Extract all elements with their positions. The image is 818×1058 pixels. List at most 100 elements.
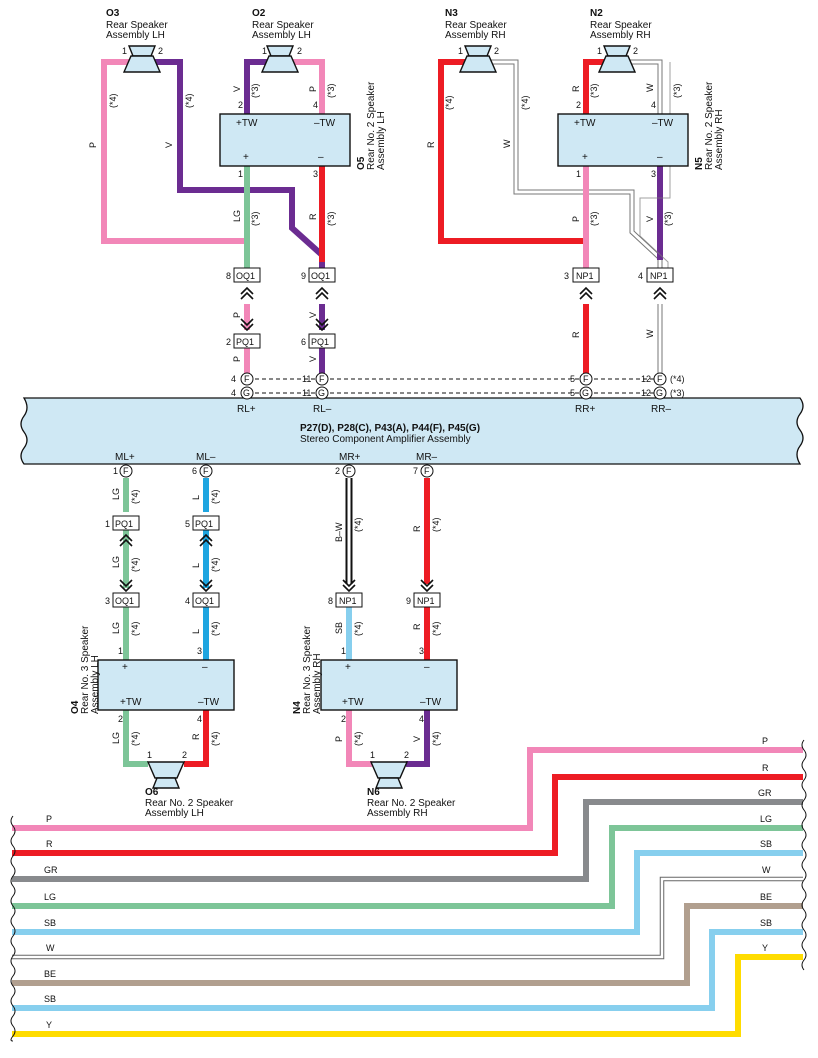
svg-text:2: 2: [226, 337, 231, 347]
svg-text:P: P: [571, 216, 581, 222]
speaker-o2: [261, 45, 299, 73]
svg-text:5: 5: [185, 519, 190, 529]
svg-text:11: 11: [302, 388, 311, 398]
svg-text:(*4): (*4): [130, 489, 140, 504]
svg-text:NP1: NP1: [417, 596, 435, 606]
svg-text:V: V: [232, 86, 242, 92]
svg-text:Assembly RH: Assembly RH: [714, 109, 725, 170]
svg-text:–TW: –TW: [420, 697, 442, 708]
svg-text:1: 1: [576, 169, 581, 179]
svg-text:1: 1: [458, 46, 463, 56]
svg-text:1: 1: [262, 46, 267, 56]
svg-text:Assembly RH: Assembly RH: [312, 653, 323, 714]
svg-text:1: 1: [122, 46, 127, 56]
svg-text:8: 8: [226, 271, 231, 281]
svg-text:MR–: MR–: [416, 452, 438, 463]
svg-text:(*4): (*4): [353, 621, 363, 636]
svg-text:LG: LG: [111, 732, 121, 744]
assembly-o5: +TW –TW + – 2 4 1 3 O5 Rear No. 2 Speake…: [219, 81, 387, 179]
svg-text:NP1: NP1: [576, 271, 594, 281]
svg-text:SB: SB: [334, 622, 344, 634]
svg-text:V: V: [308, 356, 318, 362]
svg-text:L: L: [191, 629, 201, 634]
svg-text:F: F: [123, 466, 129, 476]
svg-text:–: –: [424, 662, 430, 673]
speaker-o3: [123, 45, 161, 73]
svg-text:O5: O5: [356, 156, 367, 170]
svg-text:G: G: [318, 388, 325, 398]
svg-text:3: 3: [197, 646, 202, 656]
svg-text:1: 1: [113, 466, 118, 476]
svg-text:W: W: [645, 329, 655, 338]
svg-text:11: 11: [302, 374, 311, 384]
svg-text:LG: LG: [111, 556, 121, 568]
svg-text:F: F: [583, 374, 589, 384]
svg-text:6: 6: [192, 466, 197, 476]
svg-text:(*4): (*4): [431, 731, 441, 746]
svg-text:B–W: B–W: [334, 522, 344, 542]
svg-text:MR+: MR+: [339, 452, 361, 463]
svg-text:1: 1: [341, 646, 346, 656]
svg-text:2: 2: [404, 750, 409, 760]
connector-boxes: OQ1 8 OQ1 9 PQ1 2 PQ1 6 NP1 3 NP1 4 PQ1 …: [105, 267, 674, 608]
svg-text:(*4): (*4): [670, 374, 685, 384]
svg-text:+TW: +TW: [574, 118, 596, 129]
speaker-n6: [370, 761, 408, 789]
svg-text:OQ1: OQ1: [195, 596, 214, 606]
svg-text:R: R: [412, 525, 422, 532]
speaker-labels: O3 Rear Speaker Assembly LH 1 2 O2 Rear …: [106, 8, 652, 819]
svg-text:NP1: NP1: [339, 596, 357, 606]
svg-text:7: 7: [413, 466, 418, 476]
svg-text:(*4): (*4): [520, 95, 530, 110]
svg-text:W: W: [502, 139, 512, 148]
svg-text:Assembly RH: Assembly RH: [445, 30, 506, 41]
svg-text:–: –: [657, 152, 663, 163]
svg-text:(*4): (*4): [130, 621, 140, 636]
svg-text:R: R: [191, 733, 201, 740]
svg-text:PQ1: PQ1: [236, 337, 254, 347]
legend-label: LG: [760, 814, 772, 824]
svg-text:V: V: [412, 736, 422, 742]
svg-text:1: 1: [147, 750, 152, 760]
svg-text:OQ1: OQ1: [311, 271, 330, 281]
svg-text:Rear No. 2 Speaker: Rear No. 2 Speaker: [366, 81, 377, 170]
legend-label: Y: [46, 1020, 52, 1030]
speaker-o6: [147, 761, 185, 789]
svg-text:G: G: [243, 388, 250, 398]
svg-text:(*3): (*3): [670, 388, 685, 398]
legend-label: GR: [44, 865, 58, 875]
amplifier-title: P27(D), P28(C), P43(A), P44(F), P45(G): [300, 423, 480, 434]
svg-text:Rear No. 2 Speaker: Rear No. 2 Speaker: [145, 798, 234, 809]
svg-text:4: 4: [231, 374, 236, 384]
svg-text:3: 3: [419, 646, 424, 656]
component-code: O2: [252, 8, 266, 19]
svg-text:RR–: RR–: [651, 404, 671, 415]
wire-color-legend: [10, 739, 807, 1042]
svg-text:F: F: [346, 466, 352, 476]
svg-text:(*4): (*4): [130, 731, 140, 746]
legend-label: SB: [760, 839, 772, 849]
svg-text:Assembly LH: Assembly LH: [90, 655, 101, 714]
legend-label: LG: [44, 892, 56, 902]
svg-text:2: 2: [118, 714, 123, 724]
svg-text:P: P: [334, 736, 344, 742]
svg-text:P: P: [232, 312, 242, 318]
svg-text:(*4): (*4): [210, 621, 220, 636]
svg-text:12: 12: [641, 374, 651, 384]
svg-text:4: 4: [197, 714, 202, 724]
svg-text:RL+: RL+: [237, 404, 256, 415]
stereo-component-amplifier: P27(D), P28(C), P43(A), P44(F), P45(G) S…: [20, 397, 804, 465]
svg-text:4: 4: [651, 100, 656, 110]
component-code: N2: [590, 8, 603, 19]
svg-text:F: F: [319, 374, 325, 384]
svg-text:(*3): (*3): [250, 83, 260, 98]
svg-text:2: 2: [341, 714, 346, 724]
svg-text:3: 3: [313, 169, 318, 179]
svg-text:PQ1: PQ1: [195, 519, 213, 529]
svg-text:V: V: [645, 216, 655, 222]
svg-text:4: 4: [185, 596, 190, 606]
svg-text:(*4): (*4): [353, 517, 363, 532]
svg-text:V: V: [308, 312, 318, 318]
speaker-n3: [459, 45, 497, 73]
